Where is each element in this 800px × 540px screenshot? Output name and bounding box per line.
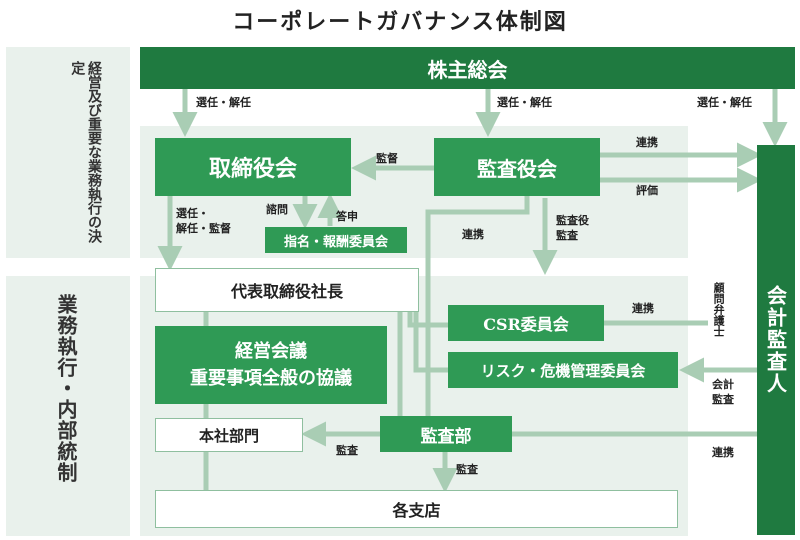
- line-coop-audit-dept: [425, 196, 530, 418]
- label-coop-csr: 連携: [632, 302, 654, 315]
- accounting-auditor-box: 会計監査人: [757, 145, 795, 535]
- side-panel-bottom: 業務執行・内部統制: [6, 276, 130, 536]
- label-board-elect-line1: 選任・: [176, 207, 209, 220]
- management-meeting-label: 経営会議: [235, 341, 307, 362]
- shareholders-meeting-box: 株主総会: [140, 47, 795, 89]
- label-auditor-audit-line2: 監査: [556, 228, 578, 242]
- label-auditor-audit: 監査役 監査: [556, 214, 589, 244]
- label-audit-head-office: 監査: [336, 444, 358, 457]
- president-box: 代表取締役社長: [155, 268, 419, 312]
- audit-board-label: 監査役会: [477, 156, 557, 181]
- head-office-box: 本社部門: [155, 418, 303, 452]
- risk-committee-label: リスク・危機管理委員会: [480, 361, 646, 380]
- label-audit-branches: 監査: [456, 463, 478, 476]
- audit-board-box: 監査役会: [434, 138, 600, 196]
- head-office-label: 本社部門: [198, 426, 259, 445]
- side-panel-top: 経営及び重要な業務執行の決定: [6, 47, 130, 258]
- president-label: 代表取締役社長: [230, 282, 343, 301]
- label-auditor-audit-line1: 監査役: [556, 214, 589, 227]
- label-elect-board: 選任・解任: [196, 96, 251, 109]
- label-acct-audit-line1: 会計: [712, 378, 734, 391]
- label-consult: 諮問: [266, 203, 288, 216]
- nomination-committee-label: 指名・報酬委員会: [283, 234, 388, 250]
- label-supervise: 監督: [376, 152, 398, 165]
- board-label: 取締役会: [208, 156, 297, 182]
- label-coop-auditor-dept: 連携: [712, 446, 734, 459]
- risk-committee-box: リスク・危機管理委員会: [448, 352, 678, 388]
- label-elect-auditor: 選任・解任: [697, 96, 752, 109]
- label-report: 答申: [336, 210, 358, 223]
- side-label-decision: 経営及び重要な業務執行の決定: [69, 61, 102, 243]
- label-coop-audit-dept: 連携: [462, 228, 484, 241]
- csr-committee-box: CSR委員会: [448, 305, 604, 341]
- label-evaluate: 評価: [636, 184, 658, 197]
- accounting-auditor-label: 会計監査人: [763, 285, 788, 395]
- audit-department-label: 監査部: [420, 426, 472, 447]
- branches-box: 各支店: [155, 490, 678, 528]
- label-board-elect: 選任・ 解任・監督: [176, 207, 231, 237]
- label-legal-advisor: 顧問弁護士: [712, 282, 726, 337]
- side-label-execution: 業務執行・内部統制: [54, 294, 78, 483]
- label-acct-audit-line2: 監査: [712, 392, 734, 406]
- csr-committee-label: CSR委員会: [483, 315, 569, 334]
- management-meeting-sub-label: 重要事項全般の協議: [190, 368, 352, 389]
- audit-department-box: 監査部: [380, 416, 512, 452]
- nomination-committee-box: 指名・報酬委員会: [265, 227, 407, 253]
- management-meeting-box: 経営会議 重要事項全般の協議: [155, 326, 387, 404]
- label-acct-audit: 会計 監査: [712, 378, 734, 408]
- board-box: 取締役会: [155, 138, 351, 196]
- diagram-title: コーポレートガバナンス体制図: [232, 9, 568, 35]
- branches-label: 各支店: [392, 501, 441, 520]
- label-coop-auditor: 連携: [636, 136, 658, 149]
- label-board-elect-line2: 解任・監督: [176, 221, 231, 235]
- label-elect-audit-board: 選任・解任: [497, 96, 552, 109]
- shareholders-meeting-label: 株主総会: [427, 57, 508, 82]
